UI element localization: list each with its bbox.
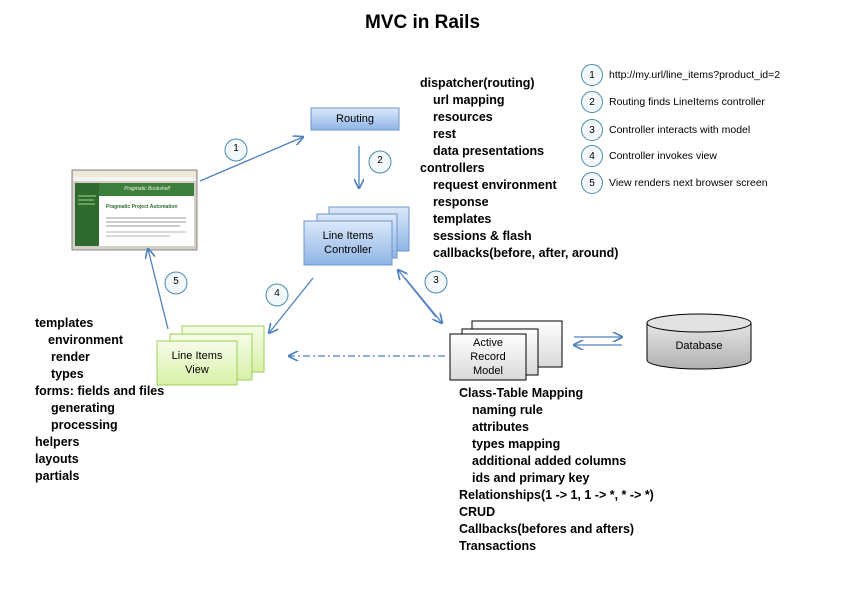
model-label: Active Record Model [450,336,526,378]
note-line: controllers [420,161,485,175]
step-number-4: 4 [274,288,280,299]
note-line: layouts [35,452,79,466]
legend-text: Routing finds LineItems controller [609,96,765,108]
diagram-title: MVC in Rails [364,12,481,33]
note-line: resources [433,110,493,124]
note-line: naming rule [472,403,543,417]
view-box-stack [156,325,265,386]
legend: 1 http://my.url/line_items?product_id=2 … [581,64,831,194]
note-line: templates [433,212,492,226]
note-line: ids and primary key [472,471,590,485]
legend-number: 4 [581,145,603,167]
model-notes: Class-Table Mapping naming rule attribut… [459,385,654,555]
step-circle-1 [224,138,248,162]
note-line: forms: fields and files [35,384,165,398]
browser-banner: Pragmatic Bookshelf [124,186,170,192]
note-line: Class-Table Mapping [459,386,584,400]
note-line: data presentations [433,144,545,158]
legend-text: http://my.url/line_items?product_id=2 [609,69,781,81]
note-line: partials [35,469,80,483]
note-line: sessions & flash [433,229,532,243]
note-line: Callbacks(befores and afters) [459,522,635,536]
controller-label-line2: Controller [324,244,372,256]
legend-number: 3 [581,119,603,141]
legend-number: 1 [581,64,603,86]
view-label-line1: Line Items [171,350,223,362]
arrow-controller-to-view [269,277,314,333]
legend-item: 3 Controller interacts with model [581,119,750,141]
view-notes: templates environment render types forms… [35,315,164,485]
note-line: rest [433,127,456,141]
note-line: response [433,195,489,209]
browser-heading: Pragmatic Project Automation [106,204,178,210]
note-line: attributes [472,420,529,434]
legend-text: Controller invokes view [609,150,717,162]
legend-number: 5 [581,172,603,194]
database-cylinder [646,313,752,370]
note-line: dispatcher(routing) [420,76,535,90]
legend-text: Controller interacts with model [609,124,751,136]
model-box-stack [449,320,563,381]
view-label: Line Items View [157,349,237,377]
view-label-line2: View [185,364,209,376]
legend-item: 1 http://my.url/line_items?product_id=2 [581,64,780,86]
step-number-2: 2 [377,155,383,166]
legend-item: 2 Routing finds LineItems controller [581,91,765,113]
note-line: Relationships(1 -> 1, 1 -> *, * -> *) [459,488,654,502]
controller-notes: dispatcher(routing) url mapping resource… [420,75,618,262]
note-line: request environment [433,178,557,192]
arrow-view-to-browser [148,249,169,330]
note-line: generating [51,401,115,415]
database-label: Database [675,340,723,352]
note-line: helpers [35,435,80,449]
note-line: render [51,350,90,364]
model-label-line1: Active [473,337,503,349]
controller-label-line1: Line Items [322,230,374,242]
browser-screenshot [71,169,198,251]
note-line: environment [48,333,124,347]
arrow-browser-to-routing [199,137,303,182]
step-number-5: 5 [173,276,179,287]
model-label-line3: Model [473,365,503,377]
legend-number: 2 [581,91,603,113]
legend-text: View renders next browser screen [609,177,768,189]
controller-label: Line Items Controller [304,229,392,257]
note-line: processing [51,418,118,432]
note-line: types mapping [472,437,561,451]
note-line: templates [35,316,94,330]
legend-item: 4 Controller invokes view [581,145,717,167]
routing-label: Routing [336,113,374,125]
legend-item: 5 View renders next browser screen [581,172,768,194]
note-line: additional added columns [472,454,627,468]
note-line: CRUD [459,505,496,519]
step-circle-5 [164,271,188,295]
model-label-line2: Record [470,351,506,363]
step-number-3: 3 [433,275,439,286]
step-circle-3 [424,270,448,294]
arrow-model-to-controller [398,270,437,318]
note-line: callbacks(before, after, around) [433,246,619,260]
step-circle-2 [368,150,392,174]
note-line: url mapping [433,93,505,107]
controller-box-stack [303,206,410,266]
step-circle-4 [265,283,289,307]
note-line: types [51,367,84,381]
note-line: Transactions [459,539,537,553]
step-number-1: 1 [233,143,239,154]
routing-box [310,107,400,131]
